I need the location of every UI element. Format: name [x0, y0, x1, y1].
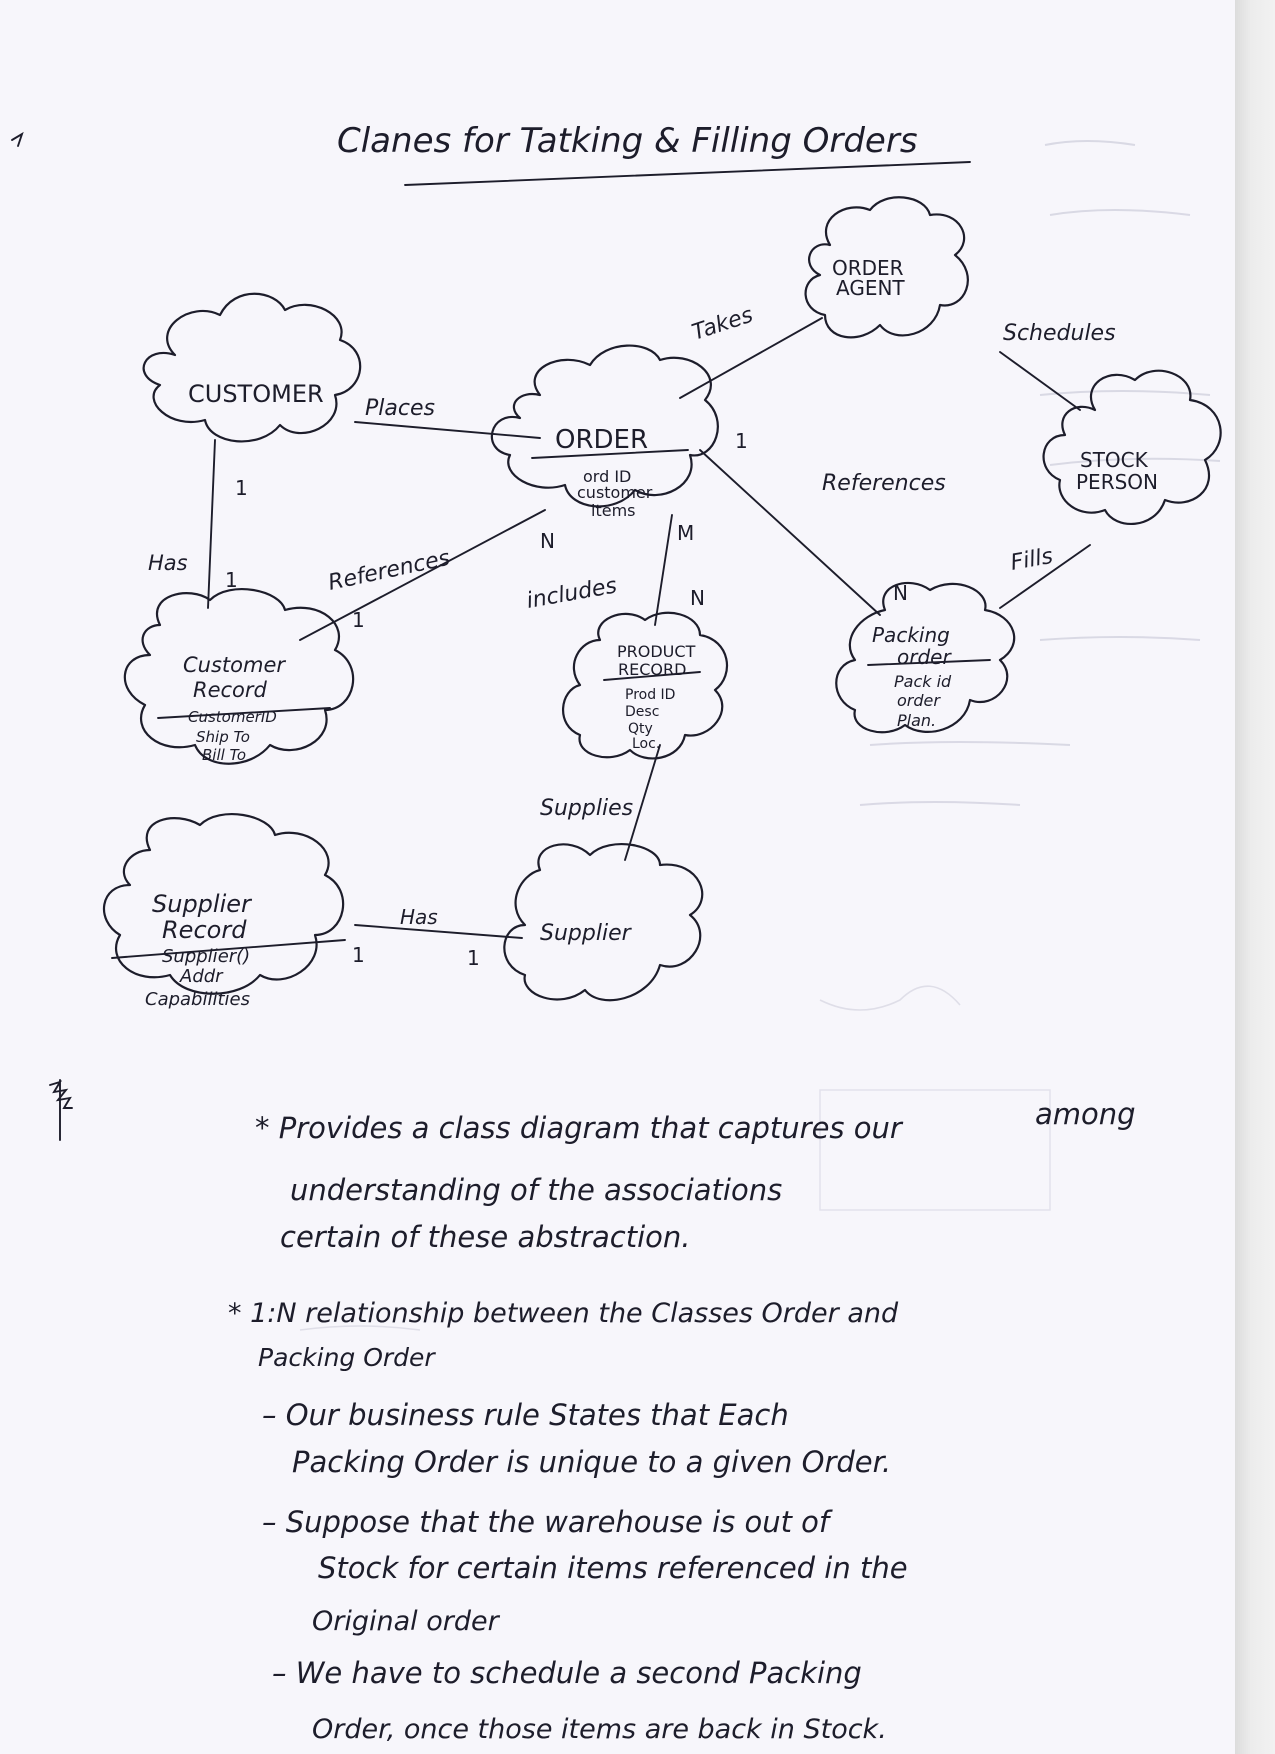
supplier-record-name-line1: Supplier — [152, 890, 253, 918]
line-stock-packing — [999, 544, 1091, 609]
label-references-customer: References — [326, 546, 452, 596]
scanner-edge — [1235, 0, 1275, 1754]
product-record-divider — [603, 671, 701, 681]
order-divider — [531, 449, 689, 459]
supplier-record-name-line2: Record — [162, 916, 247, 944]
line-customer-order — [354, 421, 541, 439]
line-suprecord-supplier — [354, 924, 523, 939]
line-order-packing — [699, 449, 881, 616]
class-supplier-record: Supplier Record Supplier() Addr Capabili… — [102, 813, 346, 1010]
note-line-11: – We have to schedule a second Packing — [272, 1656, 862, 1690]
packing-order-name-line1: Packing — [872, 623, 950, 647]
mult-includes-m: M — [677, 521, 694, 545]
supplier-record-attr-capabilities: Capabilities — [145, 989, 250, 1010]
mult-customer-has-1b: 1 — [225, 568, 238, 592]
customer-class-name: CUSTOMER — [188, 380, 324, 408]
label-schedules: Schedules — [1003, 321, 1116, 346]
mult-supplier-has-1a: 1 — [352, 943, 365, 967]
note-line-8: – Suppose that the warehouse is out of — [262, 1505, 833, 1539]
label-takes: Takes — [689, 303, 756, 346]
notes-text: * Provides a class diagram that captures… — [228, 1097, 1136, 1745]
product-record-attr-qty: Qty — [628, 721, 653, 737]
product-record-attr-desc: Desc — [625, 704, 659, 720]
label-places: Places — [365, 396, 435, 421]
customer-record-attr-shipto: Ship To — [196, 728, 250, 746]
note-line-1: * Provides a class diagram that captures… — [255, 1111, 904, 1145]
line-order-product — [654, 514, 673, 626]
class-order: ORDER ord ID customer items — [490, 344, 719, 520]
packing-order-attr-id: Pack id — [894, 672, 952, 691]
class-order-agent: ORDER AGENT — [804, 196, 969, 339]
class-customer: CUSTOMER — [142, 292, 362, 443]
note-line-3: certain of these abstraction. — [280, 1220, 691, 1254]
supplier-record-attr-addr: Addr — [179, 966, 224, 987]
supplier-record-attr-supplier: Supplier() — [162, 946, 250, 967]
label-includes: includes — [525, 573, 619, 613]
label-has-supplier: Has — [400, 905, 438, 929]
packing-order-attr-order: order — [897, 691, 941, 710]
association-lines — [207, 317, 1091, 939]
packing-order-attr-plan: Plan. — [897, 711, 936, 730]
line-order-agent — [679, 317, 823, 399]
label-has-customer: Has — [148, 551, 188, 575]
mult-customer-ref-n: N — [540, 529, 555, 553]
order-attr-items: items — [591, 501, 635, 520]
note-line-7: Packing Order is unique to a given Order… — [292, 1445, 891, 1479]
mult-customer-ref-1: 1 — [352, 608, 365, 632]
line-product-supplier — [624, 744, 661, 861]
mult-includes-n: N — [690, 586, 705, 610]
supplier-record-divider — [111, 939, 346, 959]
label-fills: Fills — [1009, 544, 1055, 576]
note-line-1b: among — [1035, 1097, 1136, 1131]
order-class-name: ORDER — [555, 425, 648, 455]
paper-page — [0, 0, 1235, 1754]
line-customer-record — [207, 439, 216, 609]
class-customer-record: Customer Record CustomerID Ship To Bill … — [123, 588, 355, 765]
product-record-attr-loc: Loc. — [632, 736, 660, 752]
mult-order-packing-1: 1 — [735, 429, 748, 453]
label-references-packing: References — [822, 471, 946, 496]
packing-order-divider — [867, 659, 991, 666]
order-agent-name-line2: AGENT — [836, 276, 905, 300]
class-product-record: PRODUCT RECORD Prod ID Desc Qty Loc. — [562, 611, 729, 760]
order-attr-customer: customer — [577, 483, 653, 502]
mult-customer-has-1a: 1 — [235, 476, 248, 500]
packing-order-name-line2: order — [897, 645, 952, 669]
customer-record-divider — [157, 707, 331, 719]
margin-mark — [11, 131, 24, 147]
customer-record-attr-billto: Bill To — [202, 746, 246, 764]
line-record-order — [299, 509, 546, 641]
note-line-5: Packing Order — [258, 1343, 436, 1372]
stock-person-name-line1: STOCK — [1080, 448, 1149, 472]
note-line-2: understanding of the associations — [290, 1173, 782, 1207]
supplier-class-name: Supplier — [540, 921, 633, 946]
multiplicity-labels: 1 N 1 1 1 N M N 1 1 — [225, 429, 908, 970]
product-record-name-line1: PRODUCT — [617, 642, 696, 661]
customer-record-attr-id: CustomerID — [188, 708, 277, 726]
stock-person-name-line2: PERSON — [1076, 470, 1158, 494]
note-line-6: – Our business rule States that Each — [262, 1398, 789, 1432]
mult-supplier-has-1b: 1 — [467, 946, 480, 970]
order-agent-name-line1: ORDER — [832, 256, 904, 280]
page-title: Clanes for Tatking & Filling Orders — [337, 121, 918, 161]
note-line-10: Original order — [312, 1606, 501, 1637]
class-supplier: Supplier — [503, 843, 704, 1002]
mult-order-packing-n: N — [893, 581, 908, 605]
line-agent-stock — [999, 351, 1081, 411]
customer-record-name-line2: Record — [193, 678, 268, 702]
note-line-9: Stock for certain items referenced in th… — [318, 1551, 908, 1585]
note-line-4: * 1:N relationship between the Classes O… — [228, 1298, 899, 1329]
order-attr-id: ord ID — [583, 467, 631, 486]
customer-record-name-line1: Customer — [183, 653, 286, 677]
class-stock-person: STOCK PERSON — [1042, 369, 1222, 525]
scribble-mark — [49, 1079, 73, 1141]
label-supplies: Supplies — [540, 796, 633, 821]
title-underline — [404, 161, 971, 186]
bleed-through-text — [299, 140, 1221, 1331]
class-packing-order: Packing order Pack id order Plan. — [835, 581, 1016, 734]
note-line-12: Order, once those items are back in Stoc… — [312, 1714, 887, 1745]
product-record-attr-id: Prod ID — [625, 687, 675, 703]
